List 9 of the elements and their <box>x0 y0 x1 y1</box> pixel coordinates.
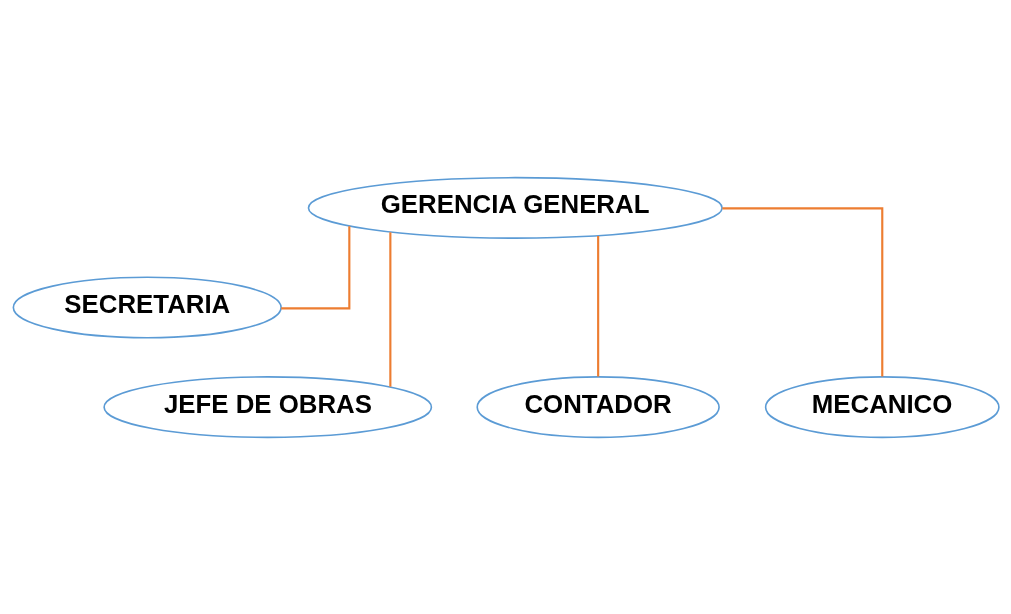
node-ellipse: SECRETARIA <box>12 276 282 338</box>
node-ellipse: MECANICO <box>764 375 1000 438</box>
connector <box>721 206 883 376</box>
connector <box>388 231 391 387</box>
node-ellipse: CONTADOR <box>475 375 720 438</box>
node-ellipse: GERENCIA GENERAL <box>307 176 723 239</box>
node-ellipse: JEFE DE OBRAS <box>102 375 432 438</box>
connector <box>280 225 350 309</box>
connector <box>596 235 599 377</box>
